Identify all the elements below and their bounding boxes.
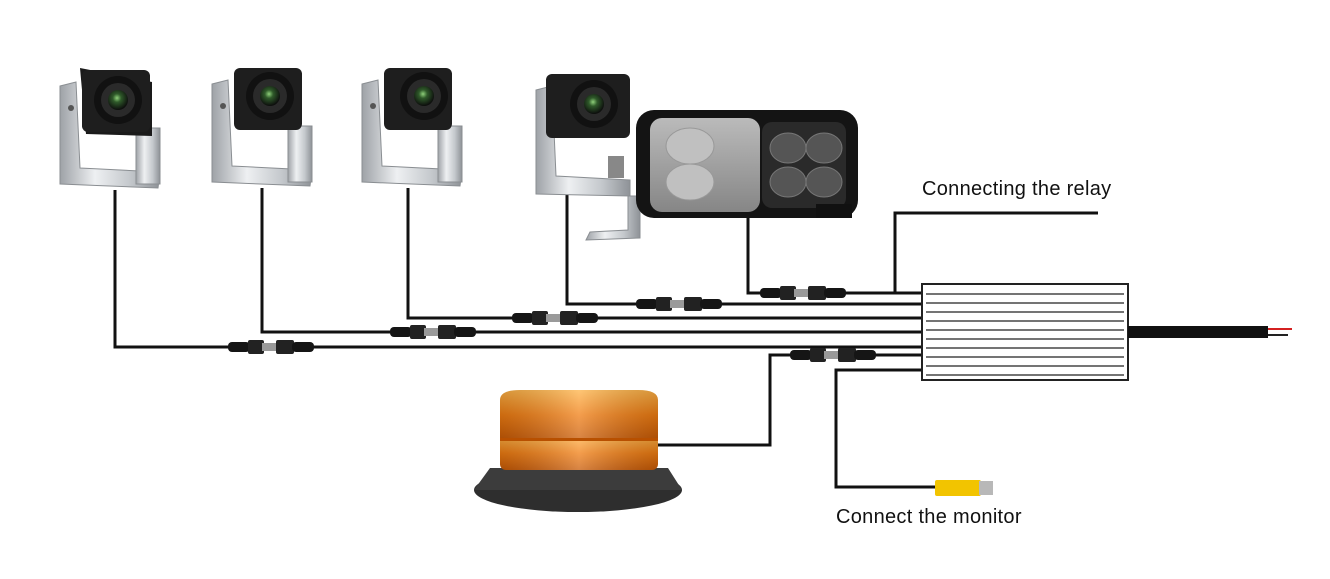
rca-connector <box>935 480 993 496</box>
connectors <box>228 286 876 362</box>
connector-camera3 <box>512 311 598 325</box>
connector-camera2 <box>390 325 476 339</box>
amber-beacon-light <box>474 390 682 512</box>
monitor-wire <box>834 368 935 489</box>
relay-label: Connecting the relay <box>922 178 1112 200</box>
monitor-label: Connect the monitor <box>836 506 1022 528</box>
connector-camera4 <box>636 297 722 311</box>
relay-wire <box>893 211 1098 292</box>
connector-beacon <box>790 348 876 362</box>
connector-worklight <box>760 286 846 300</box>
camera2-wire <box>260 188 922 334</box>
camera-2 <box>211 68 313 187</box>
camera1-wire <box>113 190 922 349</box>
power-cable <box>1128 326 1292 338</box>
led-work-light <box>585 110 858 241</box>
camera3-wire <box>406 188 922 320</box>
wires <box>113 188 1098 489</box>
camera-1 <box>59 68 161 189</box>
camera-4 <box>535 74 631 197</box>
connector-camera1 <box>228 340 314 354</box>
worklight-wire <box>746 215 922 295</box>
control-box <box>921 283 1129 381</box>
camera4-wire <box>565 192 922 306</box>
camera-3 <box>361 68 463 187</box>
